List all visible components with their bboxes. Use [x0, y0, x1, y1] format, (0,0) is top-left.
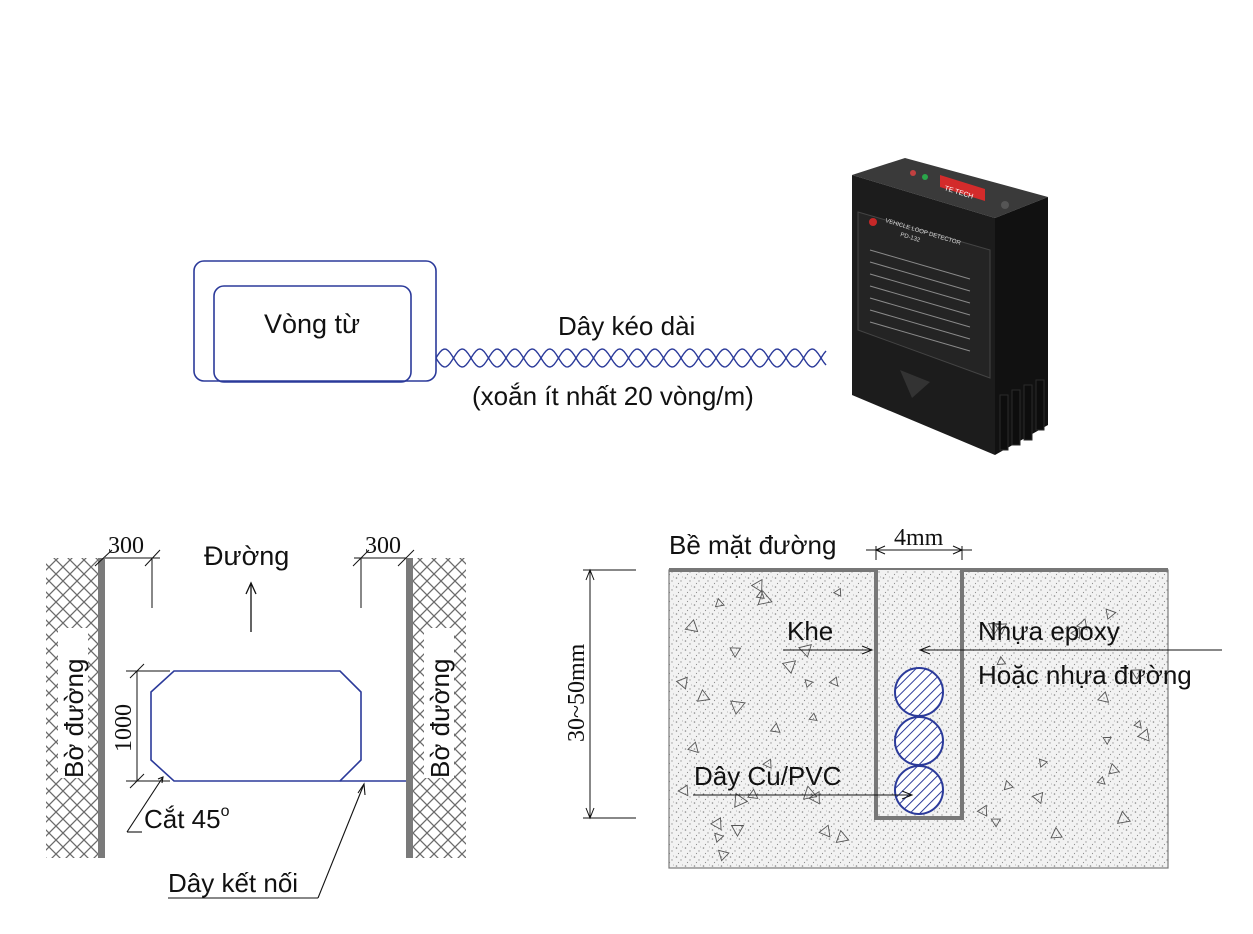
- aggregate-stone: [1116, 810, 1132, 824]
- aggregate-stone: [729, 647, 742, 659]
- aggregate-stone: [729, 700, 746, 716]
- dim-height-1000: 1000: [111, 704, 137, 752]
- loop-octagon: [150, 670, 362, 782]
- aggregate-stone: [832, 587, 842, 597]
- aggregate-stone: [730, 825, 745, 838]
- aggregate-stone: [808, 712, 818, 721]
- aggregate-stone: [781, 660, 797, 675]
- aggregate-stone: [1031, 791, 1044, 805]
- aggregate-stone: [996, 655, 1007, 666]
- depth-label: 30~50mm: [564, 643, 590, 742]
- wire-cross-section-3: [894, 765, 944, 815]
- aggregate-stone: [987, 623, 1002, 636]
- plan-view: Bờ đường Bờ đường 300 300 Đường: [46, 533, 466, 899]
- fill-label-epoxy: Nhựa epoxy: [978, 616, 1120, 646]
- aggregate-stone: [675, 676, 688, 690]
- slot-width-label: 4mm: [894, 525, 944, 551]
- device-model: PD-132: [899, 232, 921, 244]
- aggregate-stone: [1096, 775, 1106, 785]
- aggregate-stone: [762, 758, 772, 769]
- curb-left-label: Bờ đường: [59, 659, 89, 778]
- wire-cross-section-1: [894, 667, 944, 717]
- loop-inner-ring: [213, 285, 412, 383]
- aggregate-stone: [734, 792, 749, 808]
- aggregate-stone: [1105, 608, 1117, 620]
- loop-outer-ring: [193, 260, 437, 382]
- aggregate-stone: [747, 788, 759, 799]
- aggregate-stone: [1137, 728, 1150, 742]
- aggregate-stone: [804, 678, 814, 689]
- aggregate-stone: [828, 676, 839, 687]
- road-direction-arrow: [245, 581, 257, 632]
- aggregate-stone: [818, 824, 831, 838]
- aggregate-stone: [802, 785, 818, 800]
- aggregate-stone: [1070, 627, 1080, 639]
- top-section: Vòng từ Dây kéo dài (xoắn ít nhất 20 vòn…: [193, 158, 1048, 455]
- aggregate-stone: [684, 619, 699, 633]
- wire-label: Dây Cu/PVC: [694, 761, 841, 791]
- aggregate-stone: [1108, 762, 1120, 775]
- aggregate-stone: [769, 722, 781, 733]
- slot-label: Khe: [787, 616, 833, 646]
- aggregate-stone: [696, 688, 711, 702]
- dim-right-300: 300: [365, 533, 401, 559]
- aggregate-stone: [750, 578, 763, 593]
- concrete-aggregate: [675, 578, 1150, 862]
- slot-cross-section: Bề mặt đường 4mm 30~50mm Khe Nhựa epoxy: [564, 525, 1222, 869]
- lead-wire-label: Dây kết nối: [168, 868, 298, 898]
- dim-left-300: 300: [108, 533, 144, 559]
- aggregate-stone: [1102, 736, 1112, 746]
- aggregate-stone: [755, 589, 765, 599]
- loop-detector-device: TE TECH VEHICLE LOOP DETECTOR PD-132: [852, 158, 1048, 455]
- aggregate-stone: [1075, 618, 1088, 631]
- aggregate-stone: [1133, 719, 1142, 729]
- aggregate-stone: [677, 784, 689, 797]
- aggregate-stone: [714, 597, 725, 608]
- road-surface-label: Bề mặt đường: [669, 530, 836, 560]
- aggregate-stone: [1130, 669, 1143, 681]
- aggregate-stone: [687, 741, 699, 754]
- aggregate-stone: [1038, 758, 1049, 768]
- aggregate-stone: [798, 644, 812, 658]
- twisted-cable: [435, 348, 827, 368]
- aggregate-stone: [835, 829, 850, 844]
- aggregate-stone: [1096, 691, 1110, 703]
- aggregate-stone: [976, 804, 988, 817]
- loop-label: Vòng từ: [264, 309, 360, 339]
- aggregate-stone: [1003, 779, 1014, 791]
- aggregate-stone: [717, 849, 730, 862]
- curb-right-label: Bờ đường: [425, 659, 455, 778]
- curb-left-label-group: Bờ đường: [58, 628, 89, 778]
- cable-twist-note: (xoắn ít nhất 20 vòng/m): [472, 381, 754, 411]
- aggregate-stone: [990, 818, 1002, 828]
- cable-label: Dây kéo dài: [558, 311, 695, 341]
- wire-cross-section-2: [894, 716, 944, 766]
- aggregate-stone: [1050, 826, 1063, 839]
- dip-switch-block: [940, 175, 985, 201]
- fill-label-asphalt: Hoặc nhựa đường: [978, 660, 1192, 690]
- aggregate-stone: [709, 817, 722, 831]
- corner-cut-label: Cắt 45o: [144, 803, 230, 834]
- aggregate-stone: [714, 832, 725, 843]
- road-label: Đường: [204, 541, 289, 571]
- curb-right-label-group: Bờ đường: [424, 628, 455, 778]
